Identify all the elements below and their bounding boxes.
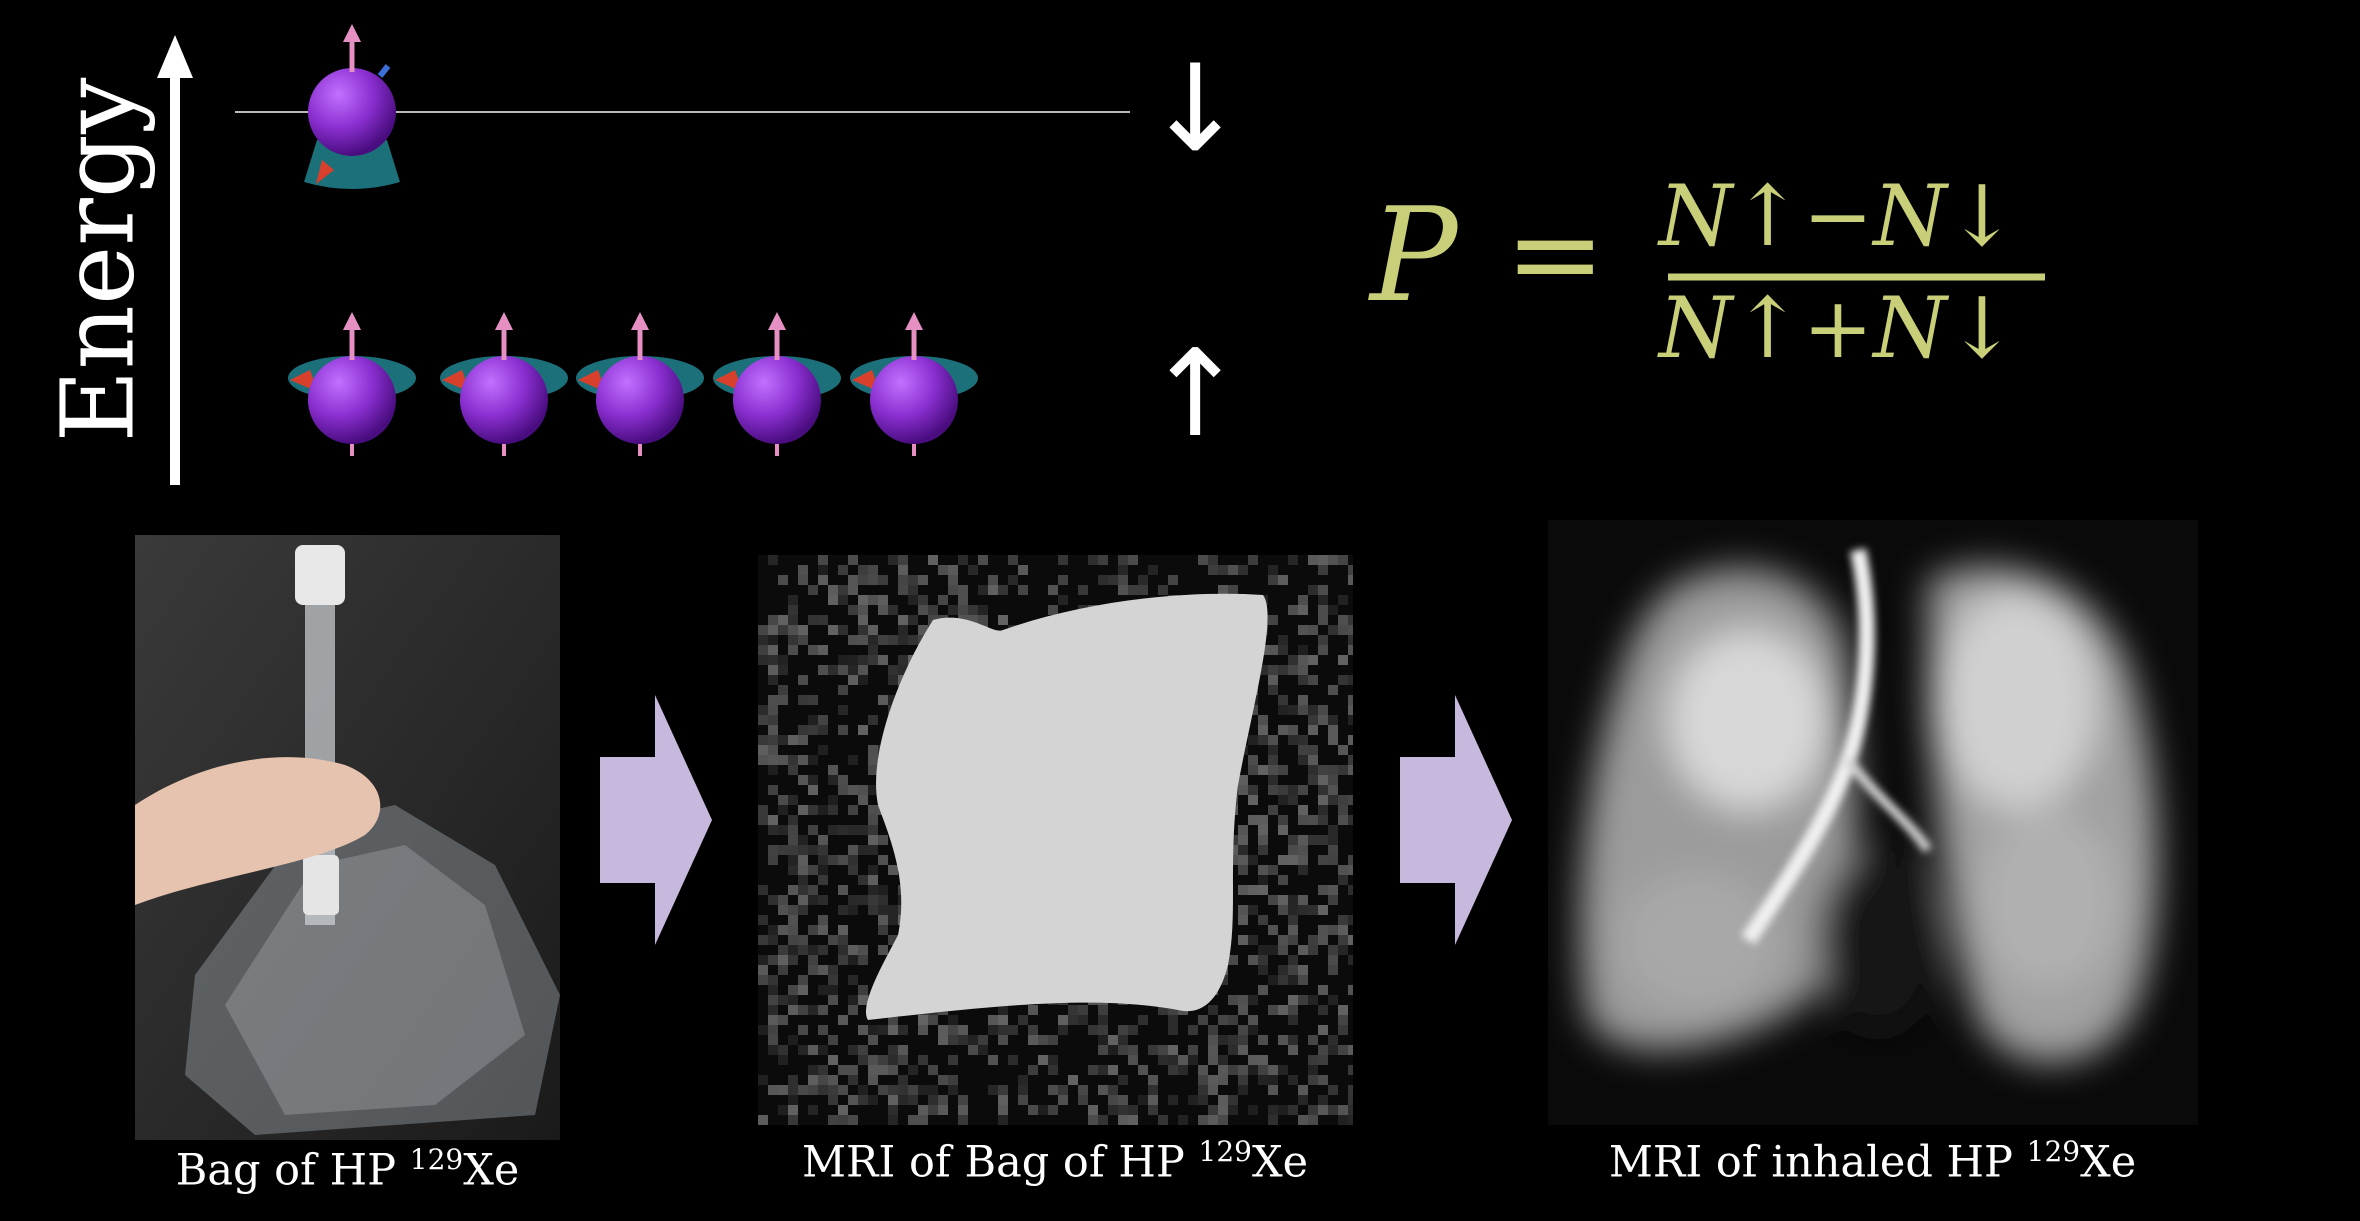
- spin-particle-lower: [850, 312, 978, 456]
- formula-numerator: N↑−N↓: [1657, 167, 2017, 265]
- formula-lhs: P: [1368, 179, 1460, 331]
- spin-down-symbol: ↓: [1145, 40, 1246, 179]
- spin-up-symbol: ↑: [1145, 325, 1246, 464]
- caption-bag-prefix: Bag of HP: [175, 1145, 410, 1196]
- polarization-formula: P = N↑−N↓ N↑+N↓: [1368, 167, 2045, 377]
- caption-bag-isotope: 129: [409, 1143, 464, 1176]
- caption-mri-bag-element: Xe: [1251, 1137, 1309, 1188]
- bag-signal-region: [865, 593, 1268, 1020]
- spin-particle-lower: [288, 312, 416, 456]
- caption-mri-lungs: MRI of inhaled HP 129Xe: [1500, 1135, 2245, 1187]
- spin-particle-upper: [304, 24, 400, 189]
- spin-particle-lower: [440, 312, 568, 456]
- caption-mri-lungs-isotope: 129: [2026, 1135, 2081, 1168]
- flow-arrow-2: [1400, 695, 1512, 945]
- mri-bag-image: [758, 555, 1353, 1125]
- spin-particle-lower: [576, 312, 704, 456]
- energy-axis-arrow: [157, 35, 193, 485]
- formula-equals: =: [1505, 185, 1606, 324]
- lung-signal: [1579, 566, 2159, 1063]
- mri-lung-image: [1548, 520, 2198, 1125]
- caption-bag: Bag of HP 129Xe: [80, 1143, 615, 1195]
- caption-mri-lungs-element: Xe: [2080, 1137, 2137, 1188]
- caption-mri-bag-isotope: 129: [1198, 1135, 1252, 1168]
- caption-mri-bag-prefix: MRI of Bag of HP: [801, 1137, 1199, 1188]
- caption-mri-bag: MRI of Bag of HP 129Xe: [700, 1135, 1410, 1187]
- caption-mri-lungs-prefix: MRI of inhaled HP: [1608, 1137, 2027, 1188]
- spin-particle-lower: [713, 312, 841, 456]
- lower-level-spins: [288, 312, 978, 456]
- formula-denominator: N↑+N↓: [1657, 279, 2017, 377]
- bag-photo: [135, 535, 560, 1140]
- connector-top: [295, 545, 345, 605]
- energy-label-text: Energy: [39, 77, 157, 443]
- valve: [303, 855, 339, 915]
- energy-axis-label: Energy: [38, 77, 158, 443]
- flow-arrow-1: [600, 695, 712, 945]
- hand: [135, 757, 381, 905]
- energy-level-diagram: ↓ ↑: [235, 24, 1246, 464]
- upper-level-spins: [304, 24, 400, 189]
- caption-bag-element: Xe: [463, 1145, 520, 1196]
- trachea: [1741, 548, 1933, 945]
